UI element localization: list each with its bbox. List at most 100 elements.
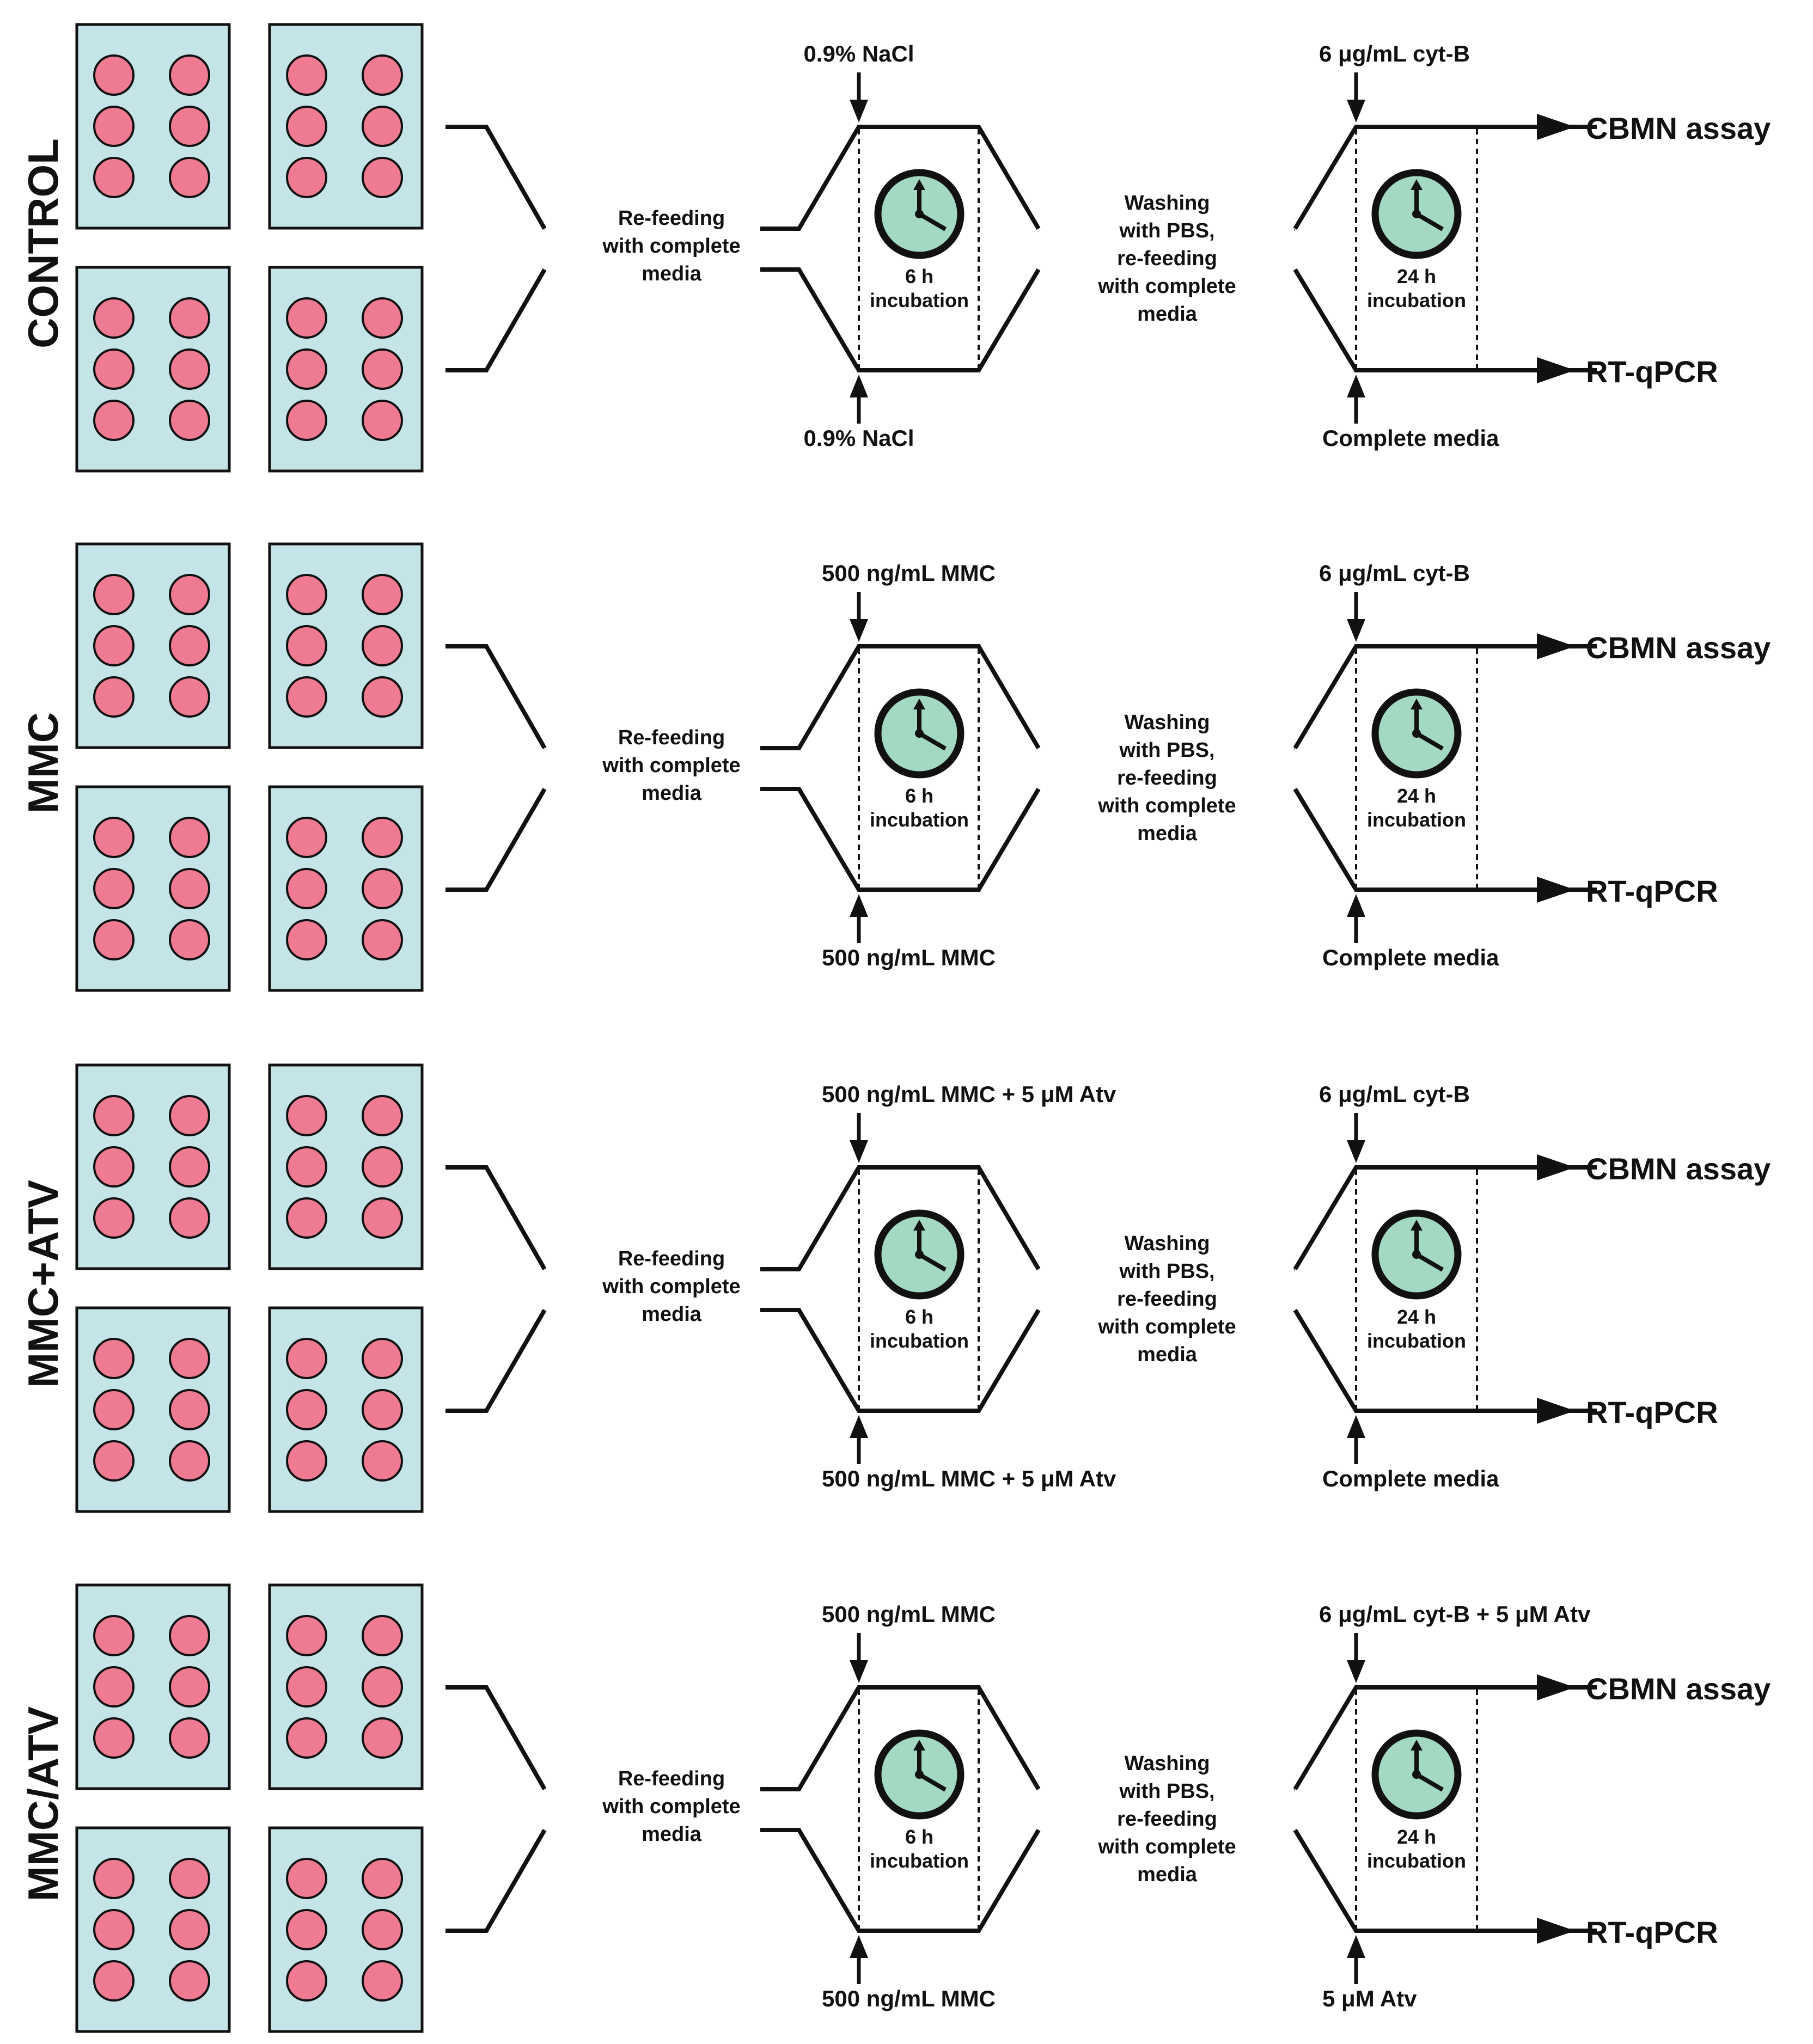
clock-hand-tip	[1411, 179, 1423, 190]
clock-icon	[874, 1729, 965, 1820]
second-top-label: 6 μg/mL cyt-B + 5 μM Atv	[1319, 1601, 1591, 1627]
well	[169, 817, 210, 858]
arrow-head	[1347, 894, 1365, 917]
output-bottom-label: RT-qPCR	[1586, 1915, 1718, 1949]
well	[169, 1666, 210, 1708]
flow-line	[760, 267, 1041, 372]
well	[169, 1858, 210, 1899]
arrow-head	[1347, 1415, 1365, 1438]
well	[93, 348, 135, 390]
wash-label: with complete	[1097, 794, 1236, 817]
clock-center	[1412, 210, 1421, 218]
well	[286, 1960, 327, 2002]
flow-line	[760, 125, 1041, 231]
well	[169, 297, 210, 339]
well	[286, 1146, 327, 1188]
refeed-label: with complete	[602, 1795, 740, 1818]
arrow-head	[850, 1140, 868, 1163]
well	[362, 1909, 403, 1950]
flow-line	[760, 787, 1041, 892]
well	[286, 297, 327, 339]
well-plate-icon	[268, 785, 424, 992]
wash-label: with complete	[1097, 1835, 1236, 1858]
well	[93, 1146, 135, 1188]
clock-center	[915, 1770, 924, 1779]
well	[362, 676, 403, 718]
well	[169, 574, 210, 615]
arrow-icon	[1347, 72, 1365, 123]
arrow-head	[850, 1415, 868, 1438]
well	[362, 1338, 403, 1379]
well	[362, 574, 403, 615]
arrow-icon	[1347, 1935, 1365, 1984]
wash-label: media	[1137, 303, 1198, 326]
incubation-label: incubation	[870, 1330, 969, 1352]
well	[362, 1197, 403, 1239]
well-plate-icon	[268, 1306, 424, 1513]
well-plate-icon	[75, 1063, 231, 1270]
well	[286, 157, 327, 198]
wash-label: with complete	[1097, 1315, 1236, 1338]
second-top-label: 6 μg/mL cyt-B	[1319, 560, 1470, 586]
well	[93, 1666, 135, 1708]
well	[93, 1909, 135, 1950]
well	[93, 1338, 135, 1379]
treatment-top-label: 500 ng/mL MMC	[822, 560, 996, 586]
well	[286, 1909, 327, 1950]
flow-line	[760, 644, 1041, 750]
clock-hand-tip	[1411, 1740, 1423, 1751]
group-label: CONTROL	[19, 138, 67, 348]
clock-hand-tip	[913, 699, 925, 709]
flow-line	[445, 1308, 547, 1413]
well	[169, 400, 210, 441]
well	[169, 1197, 210, 1239]
refeed-label: Re-feeding	[618, 726, 725, 749]
well	[93, 400, 135, 441]
wash-label: media	[1137, 822, 1198, 845]
arrow-icon	[1537, 357, 1575, 383]
clock-icon	[874, 1209, 965, 1300]
clock-center	[1412, 729, 1421, 738]
well	[93, 1440, 135, 1482]
clock-minute-hand	[918, 1772, 947, 1792]
well	[286, 625, 327, 666]
well-plate-icon	[75, 785, 231, 992]
incubation-label: 24 h	[1397, 1826, 1436, 1848]
refeed-label: Re-feeding	[618, 1247, 725, 1270]
arrow-icon	[1347, 894, 1365, 943]
well	[93, 1095, 135, 1136]
incubation-label: 24 h	[1397, 1306, 1436, 1328]
wash-label: re-feeding	[1117, 767, 1217, 790]
clock-icon	[874, 688, 965, 779]
wash-label: re-feeding	[1117, 1808, 1217, 1831]
clock-hand-tip	[1411, 699, 1423, 709]
group-label: MMC/ATV	[19, 1706, 67, 1901]
well-plate-icon	[75, 542, 231, 749]
incubation-label: incubation	[1367, 809, 1466, 831]
second-top-label: 6 μg/mL cyt-B	[1319, 1081, 1470, 1107]
refeed-label: media	[642, 262, 702, 285]
clock-center	[915, 1250, 924, 1259]
clock-minute-hand	[918, 212, 947, 231]
clock-icon	[1371, 1209, 1462, 1300]
arrow-icon	[1537, 1674, 1575, 1700]
flow-line	[445, 787, 547, 892]
second-bottom-label: Complete media	[1322, 425, 1499, 451]
arrow-head	[850, 1660, 868, 1683]
arrow-head	[850, 619, 868, 642]
well	[362, 1095, 403, 1136]
second-bottom-label: 5 μM Atv	[1322, 1986, 1417, 2011]
arrow-icon	[1537, 1918, 1575, 1944]
incubation-label: incubation	[870, 289, 969, 311]
arrow-head	[850, 375, 868, 397]
arrow-icon	[1347, 1633, 1365, 1683]
well	[93, 676, 135, 718]
arrow-icon	[850, 1633, 868, 1683]
refeed-label: with complete	[602, 754, 740, 777]
well	[362, 1389, 403, 1430]
well	[362, 1717, 403, 1759]
well	[169, 54, 210, 96]
treatment-top-label: 0.9% NaCl	[803, 41, 914, 66]
second-bottom-label: Complete media	[1322, 945, 1499, 970]
wash-label: with PBS,	[1119, 1260, 1214, 1283]
